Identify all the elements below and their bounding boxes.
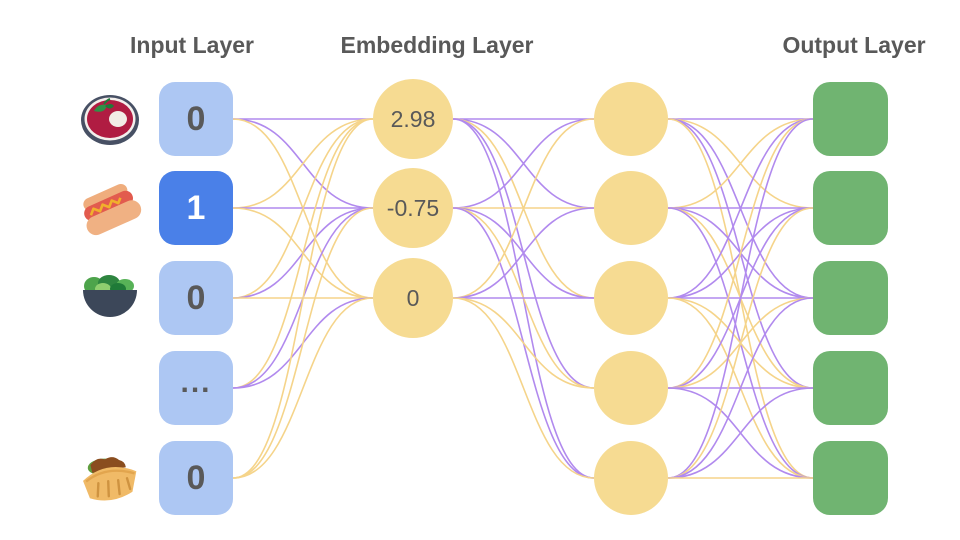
hotdog-icon xyxy=(78,180,142,238)
embedding-node-2: -0.75 xyxy=(373,168,453,248)
embedding-layer-title: Embedding Layer xyxy=(340,32,534,58)
output-node-1 xyxy=(813,82,888,156)
output-node-5 xyxy=(813,441,888,515)
borscht-icon xyxy=(78,91,142,149)
output-layer-title: Output Layer xyxy=(782,32,926,58)
output-node-3 xyxy=(813,261,888,335)
hidden-node-1 xyxy=(594,82,668,156)
salad-icon xyxy=(78,270,142,328)
input-node-4: ... xyxy=(159,351,233,425)
embedding-node-1: 2.98 xyxy=(373,79,453,159)
input-node-2: 1 xyxy=(159,171,233,245)
hidden-node-3 xyxy=(594,261,668,335)
pita-icon xyxy=(78,450,142,508)
output-node-2 xyxy=(813,171,888,245)
input-layer-title: Input Layer xyxy=(130,32,254,58)
hidden-node-4 xyxy=(594,351,668,425)
embedding-node-3: 0 xyxy=(373,258,453,338)
output-node-4 xyxy=(813,351,888,425)
input-node-3: 0 xyxy=(159,261,233,335)
input-node-1: 0 xyxy=(159,82,233,156)
hidden-node-2 xyxy=(594,171,668,245)
input-node-5: 0 xyxy=(159,441,233,515)
hidden-node-5 xyxy=(594,441,668,515)
